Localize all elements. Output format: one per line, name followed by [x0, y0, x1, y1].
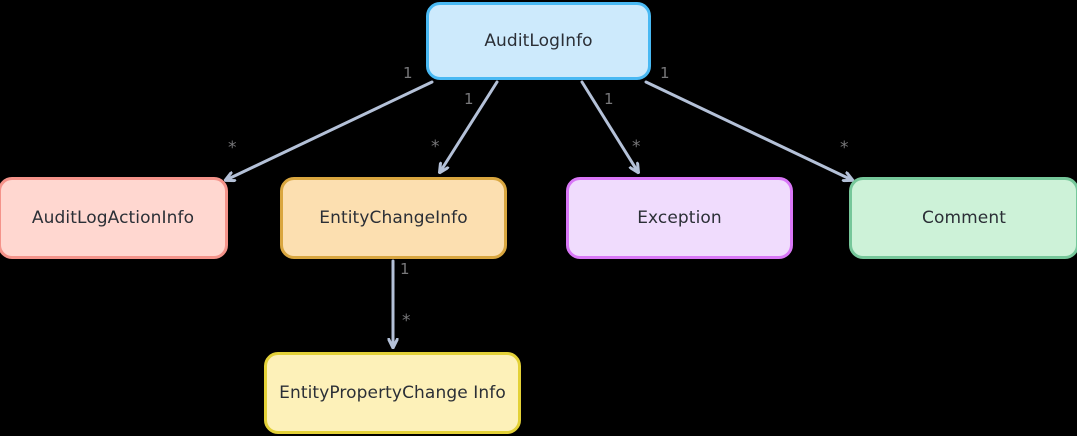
- node-label: AuditLogActionInfo: [31, 207, 195, 228]
- edge-target-cardinality: *: [840, 138, 849, 158]
- node-label: Exception: [637, 207, 722, 228]
- edge-target-cardinality: *: [402, 311, 411, 331]
- edge-target-cardinality: *: [431, 137, 440, 157]
- node-auditlogactioninfo[interactable]: AuditLogActionInfo: [0, 177, 228, 259]
- node-label: AuditLogInfo: [484, 30, 593, 51]
- node-label: EntityPropertyChange Info: [279, 382, 506, 403]
- edge-source-cardinality: 1: [604, 90, 614, 108]
- node-entitychangeinfo[interactable]: EntityChangeInfo: [280, 177, 507, 259]
- edge-source-cardinality: 1: [403, 64, 413, 82]
- node-exception[interactable]: Exception: [566, 177, 793, 259]
- edge-auditloginfo-auditlogactioninfo: [226, 80, 434, 180]
- node-comment[interactable]: Comment: [849, 177, 1077, 259]
- node-entitypropertychangeinfo[interactable]: EntityPropertyChange Info: [264, 352, 521, 434]
- edge-auditloginfo-entitychangeinfo: [440, 80, 499, 172]
- node-label: EntityChangeInfo: [319, 207, 468, 228]
- edge-source-cardinality: 1: [400, 260, 410, 278]
- edge-target-cardinality: *: [632, 137, 641, 157]
- edge-source-cardinality: 1: [464, 90, 474, 108]
- edge-target-cardinality: *: [228, 138, 237, 158]
- node-auditloginfo[interactable]: AuditLogInfo: [426, 2, 651, 80]
- edge-auditloginfo-comment: [644, 80, 852, 180]
- edge-source-cardinality: 1: [660, 64, 670, 82]
- edge-auditloginfo-exception: [580, 80, 638, 172]
- node-label: Comment: [922, 207, 1006, 228]
